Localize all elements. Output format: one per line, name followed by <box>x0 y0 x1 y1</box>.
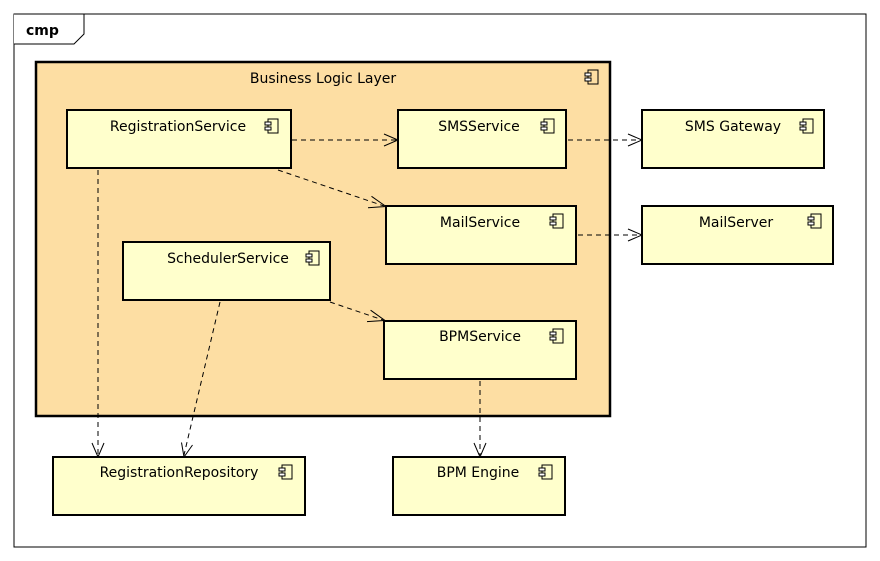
component-label: RegistrationRepository <box>100 465 259 481</box>
dependencies <box>91 133 644 459</box>
component-registration-repository[interactable]: RegistrationRepository <box>52 456 306 516</box>
component-label: SchedulerService <box>167 251 289 267</box>
component-label: SMS Gateway <box>685 119 781 135</box>
frame-title: cmp <box>26 23 59 39</box>
component-mail-server[interactable]: MailServer <box>641 205 834 265</box>
component-bpm-engine[interactable]: BPM Engine <box>392 456 566 516</box>
component-sms-gateway[interactable]: SMS Gateway <box>641 109 825 169</box>
component-label: MailServer <box>699 215 774 231</box>
component-sms-service[interactable]: SMSService <box>397 109 567 169</box>
component-label: BPM Engine <box>437 465 520 481</box>
component-bpm-service[interactable]: BPMService <box>383 320 577 380</box>
component-label: RegistrationService <box>110 119 246 135</box>
component-label: BPMService <box>439 329 521 345</box>
component-label: MailService <box>440 215 520 231</box>
layer-title: Business Logic Layer <box>250 71 397 87</box>
component-label: SMSService <box>438 119 520 135</box>
component-mail-service[interactable]: MailService <box>385 205 577 265</box>
component-scheduler-service[interactable]: SchedulerService <box>122 241 331 301</box>
component-registration-service[interactable]: RegistrationService <box>66 109 292 169</box>
